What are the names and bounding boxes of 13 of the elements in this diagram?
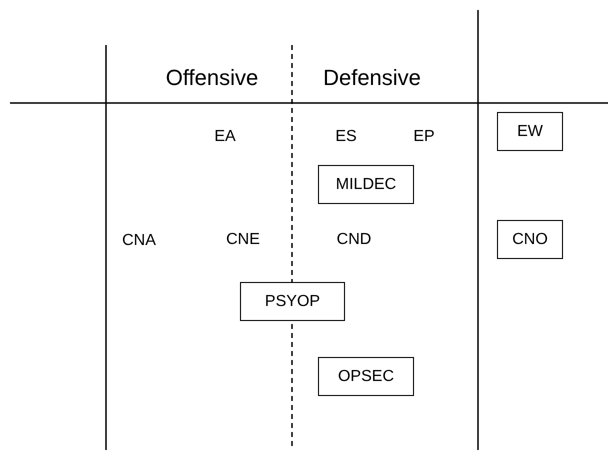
term-box: MILDEC	[318, 165, 414, 204]
term-label: CNA	[122, 232, 156, 250]
term-box: EW	[497, 112, 563, 151]
column-heading: Offensive	[166, 65, 258, 91]
term-label: CND	[336, 231, 372, 249]
term-label: EP	[413, 128, 435, 146]
term-label: EA	[214, 128, 236, 146]
term-label: CNE	[226, 231, 260, 249]
term-label: ES	[335, 128, 357, 146]
column-heading: Defensive	[323, 65, 421, 91]
term-box: PSYOP	[240, 282, 345, 321]
term-box: CNO	[497, 220, 563, 259]
term-box: OPSEC	[318, 357, 414, 396]
